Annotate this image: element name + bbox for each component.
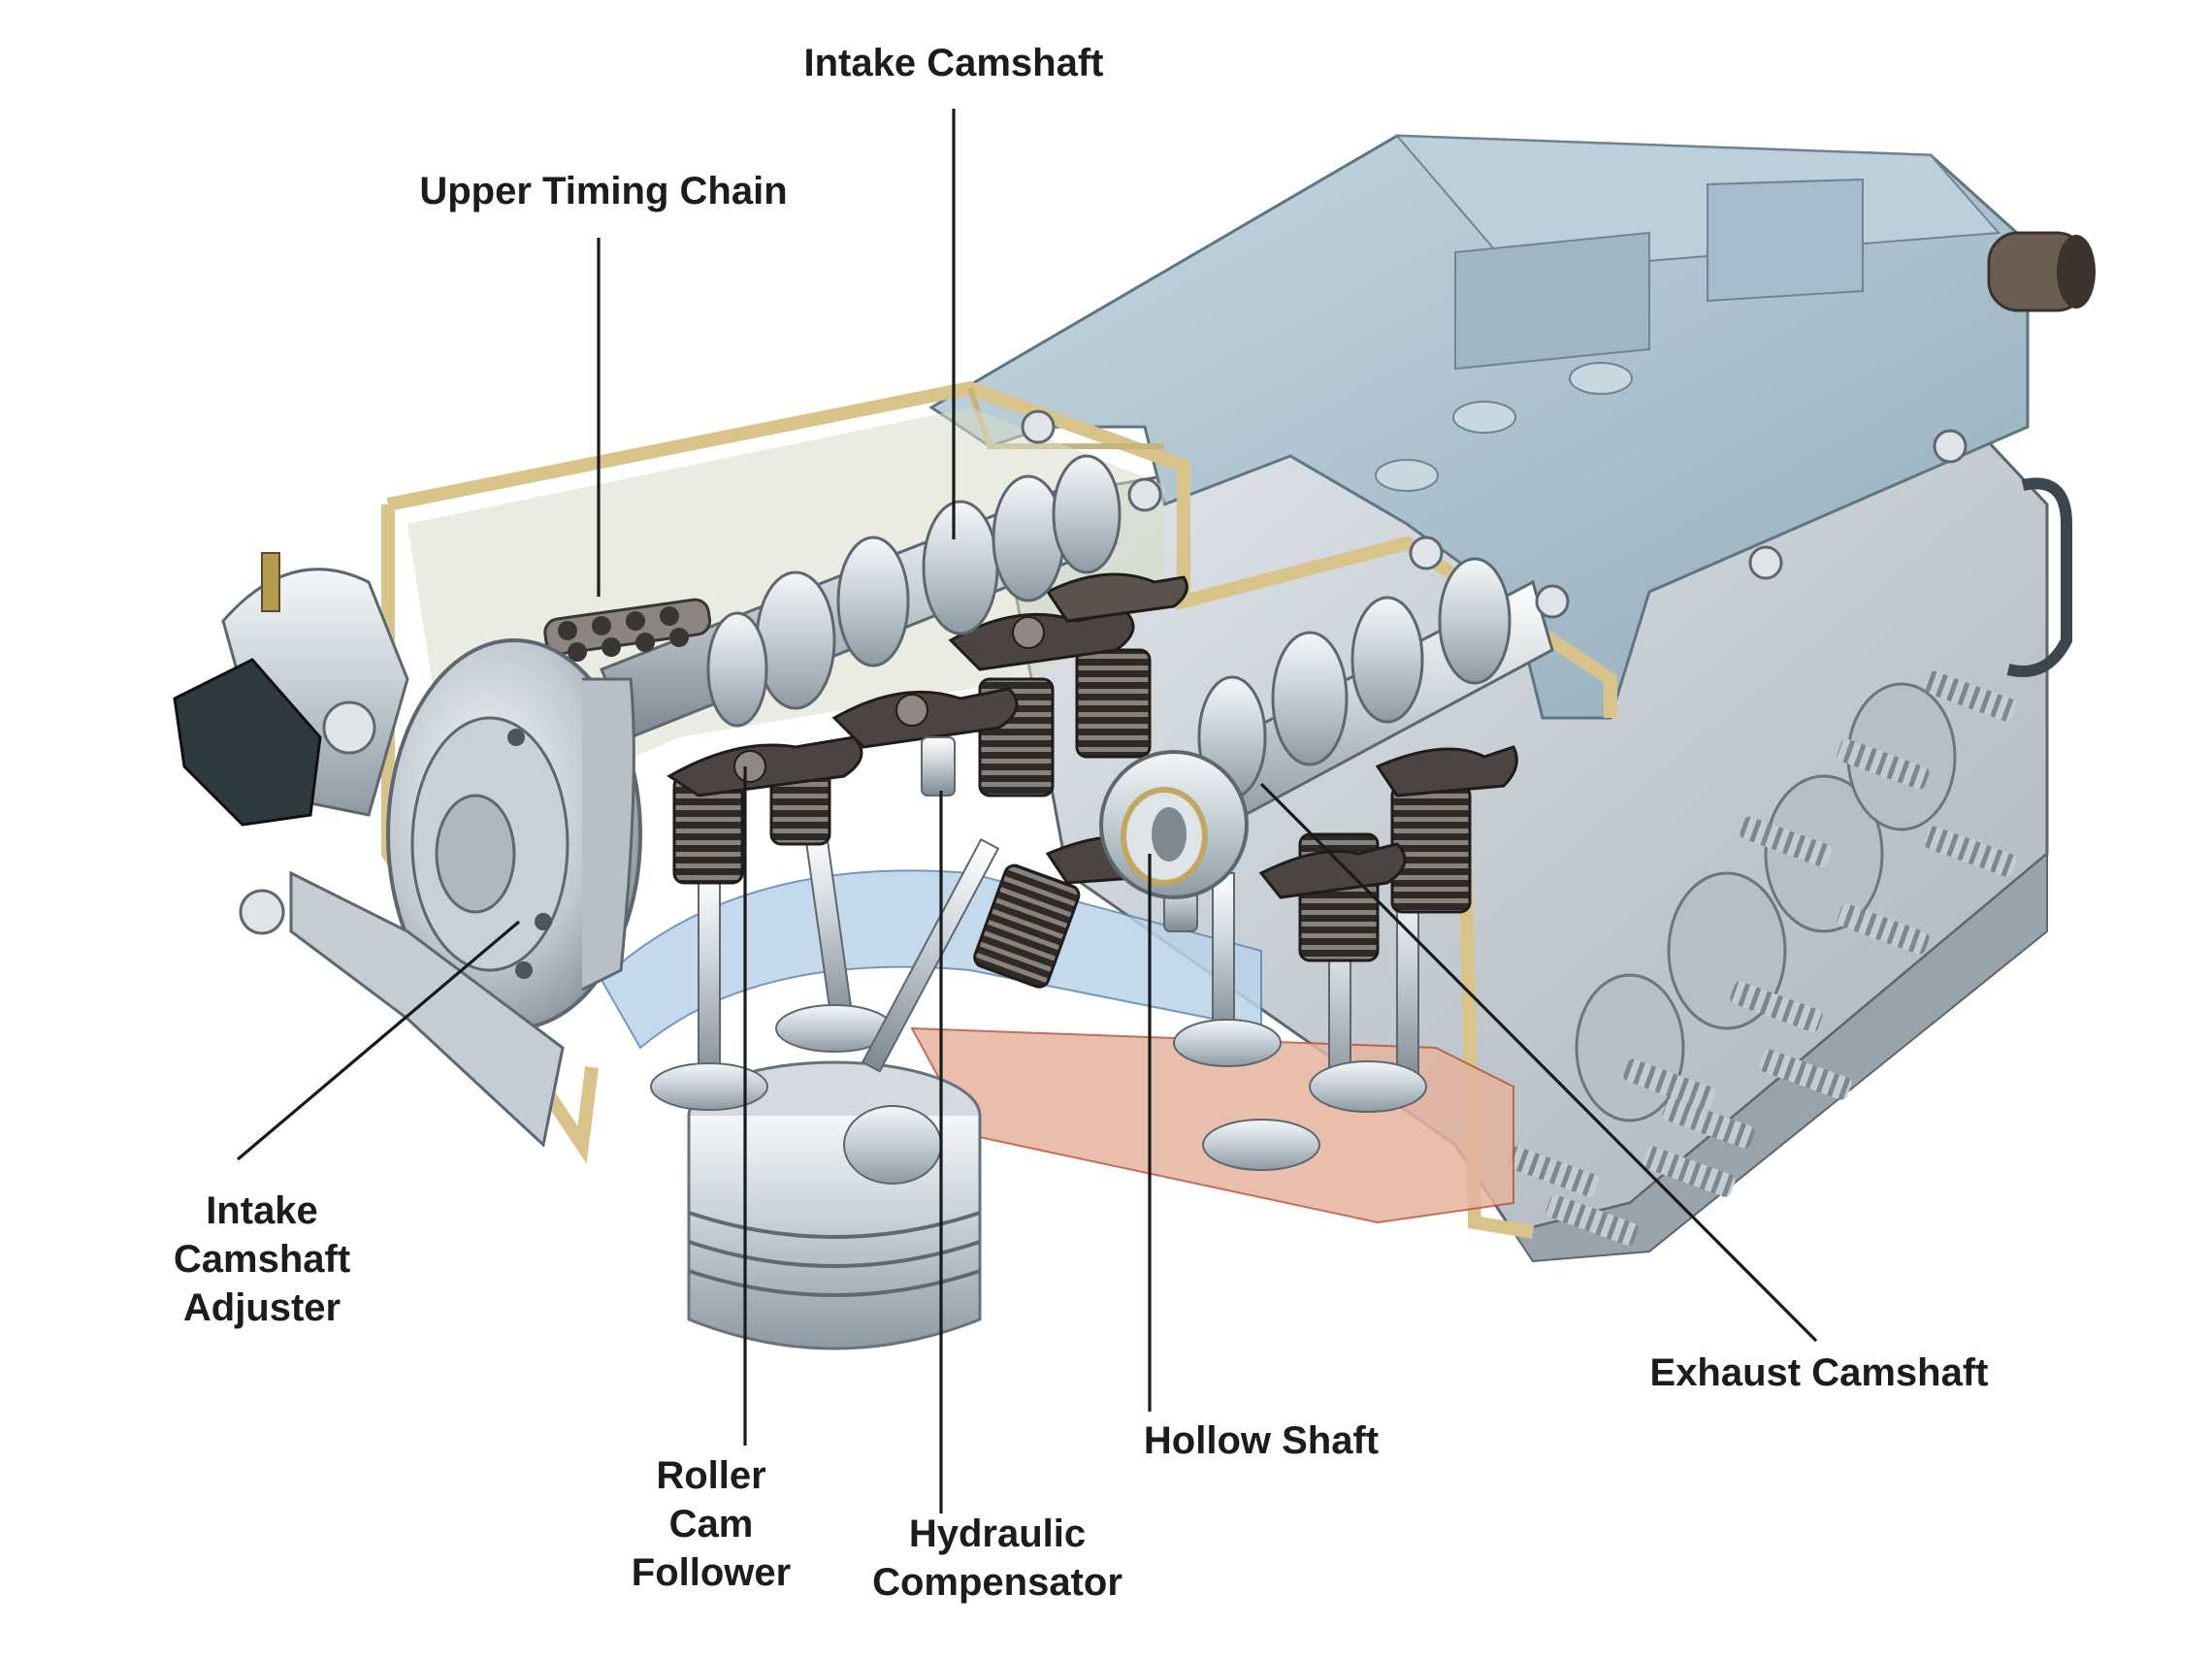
- label-hollow-shaft-text: Hollow Shaft: [1143, 1419, 1380, 1462]
- label-intake-camshaft-text: Intake Camshaft: [803, 42, 1104, 84]
- label-hollow-shaft: Hollow Shaft: [1144, 1416, 1379, 1465]
- head-bolts: [1021, 409, 1968, 619]
- label-line: Hydraulic: [908, 1513, 1087, 1555]
- label-line: Follower: [631, 1551, 792, 1594]
- leader-intake-camshaft-adjuster: [236, 920, 521, 1161]
- label-line: Camshaft: [173, 1238, 351, 1281]
- label-exhaust-camshaft-text: Exhaust Camshaft: [1649, 1351, 1989, 1394]
- exhaust-camshaft-part: [1099, 557, 1554, 899]
- label-line: Compensator: [872, 1561, 1122, 1604]
- intake-camshaft-part: [600, 454, 1122, 739]
- intake-camshaft-adjuster-part: [386, 638, 642, 1030]
- label-upper-timing-chain-text: Upper Timing Chain: [419, 170, 788, 212]
- label-line: Adjuster: [182, 1286, 342, 1329]
- solenoid-valve: [173, 552, 565, 1148]
- label-intake-camshaft: Intake Camshaft: [804, 39, 1104, 87]
- manifold-studs: [1507, 670, 2017, 1246]
- engine-illustration: [173, 134, 2096, 1350]
- valves: [650, 831, 1427, 1185]
- label-line: Cam: [668, 1503, 754, 1545]
- label-line: Intake: [206, 1189, 318, 1232]
- label-roller-cam-follower: Roller Cam Follower: [632, 1451, 791, 1597]
- label-hydraulic-compensator: Hydraulic Compensator: [872, 1510, 1122, 1607]
- upper-timing-chain-part: [543, 598, 712, 662]
- leader-exhaust-camshaft: [1259, 782, 1818, 1343]
- label-intake-camshaft-adjuster: Intake Camshaft Adjuster: [174, 1187, 350, 1332]
- label-upper-timing-chain: Upper Timing Chain: [419, 167, 787, 215]
- label-line: Roller: [656, 1454, 766, 1497]
- leader-lines: [236, 109, 1818, 1513]
- label-exhaust-camshaft: Exhaust Camshaft: [1650, 1349, 1989, 1397]
